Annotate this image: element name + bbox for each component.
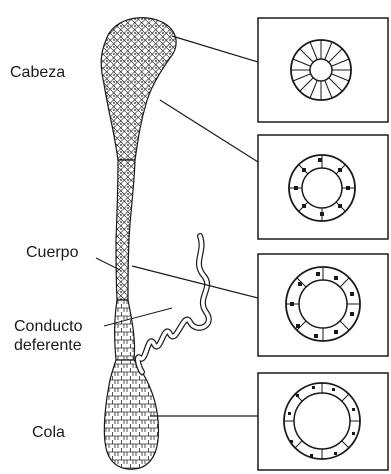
cross-section-box-4 bbox=[258, 373, 388, 470]
label-body: Cuerpo bbox=[26, 244, 78, 262]
label-head: Cabeza bbox=[10, 64, 65, 82]
leader-line-head bbox=[172, 36, 258, 62]
cross-section-box-3 bbox=[258, 254, 388, 356]
label-tail: Cola bbox=[32, 424, 65, 442]
cross-section-box-1 bbox=[258, 18, 388, 122]
leader-line-conducto-label bbox=[104, 308, 172, 326]
head-region bbox=[101, 18, 176, 160]
label-duct-line1: Conducto bbox=[14, 318, 83, 336]
body-region bbox=[116, 160, 135, 300]
cross-section-box-2 bbox=[258, 135, 388, 239]
leader-line-body bbox=[132, 266, 258, 298]
leader-line-head-lower bbox=[160, 100, 258, 162]
lower-body-region bbox=[115, 300, 135, 360]
tail-region bbox=[104, 360, 158, 469]
label-duct-line2: deferente bbox=[14, 337, 82, 355]
